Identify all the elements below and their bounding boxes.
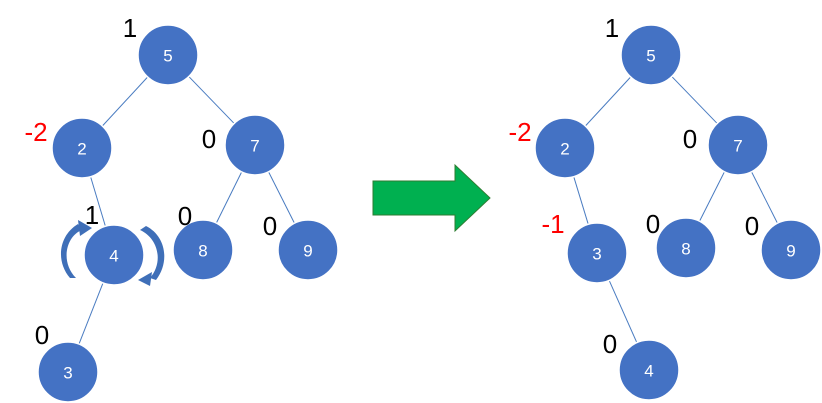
right-arrow-icon <box>372 163 491 233</box>
after-node-4-circle <box>618 339 680 401</box>
before-node-3-circle <box>37 341 99 403</box>
before-edge-5-2 <box>102 76 148 127</box>
after-node-8-label: 8 <box>681 240 690 259</box>
rotate-arrows-icon <box>60 220 165 286</box>
after-edge-5-2 <box>585 76 631 127</box>
after-balance-4: 0 <box>603 329 617 359</box>
after-edge-7-8 <box>699 171 725 222</box>
before-node-7-circle <box>224 114 286 176</box>
after-node-3-label: 3 <box>592 245 601 264</box>
before-node-2: 2 <box>51 117 113 179</box>
after-node-8: 8 <box>655 217 717 279</box>
rotate-right-arrowhead-icon <box>138 272 152 286</box>
before-node-7: 7 <box>224 114 286 176</box>
after-node-9-label: 9 <box>786 242 795 261</box>
before-node-8-circle <box>172 219 234 281</box>
before-balance-3: 0 <box>35 320 49 350</box>
after-balance-3: -1 <box>541 209 564 239</box>
after-balance-7: 0 <box>683 124 697 154</box>
before-edge-7-9 <box>268 171 295 224</box>
before-edge-7-8 <box>215 171 243 224</box>
nodes-layer: 5 2 7 4 8 9 3 5 2 7 3 8 9 4 <box>37 24 822 403</box>
before-node-2-circle <box>51 117 113 179</box>
before-node-8-label: 8 <box>198 242 207 261</box>
rotate-left-arrowhead-icon <box>78 220 92 236</box>
before-balance-7: 0 <box>202 124 216 154</box>
after-edge-2-3 <box>573 176 589 225</box>
after-node-5-circle <box>620 24 682 86</box>
balance-labels-layer: 1 -2 0 1 0 0 0 1 -2 0 -1 0 0 0 <box>24 13 759 359</box>
before-node-5: 5 <box>137 24 199 86</box>
after-balance-8: 0 <box>646 209 660 239</box>
before-node-4-circle <box>83 224 145 286</box>
after-node-9-circle <box>760 219 822 281</box>
rotate-right-arrow-icon <box>140 226 165 280</box>
before-edge-2-4 <box>90 176 106 227</box>
after-node-2-label: 2 <box>560 140 569 159</box>
after-node-4-label: 4 <box>644 362 653 381</box>
before-edge-4-3 <box>78 282 104 345</box>
before-node-5-label: 5 <box>163 47 172 66</box>
before-balance-2: -2 <box>24 117 47 147</box>
after-node-5-label: 5 <box>646 47 655 66</box>
after-edge-5-7 <box>671 76 718 124</box>
after-balance-5: 1 <box>605 13 619 43</box>
after-node-7-label: 7 <box>733 137 742 156</box>
after-node-2-circle <box>534 117 596 179</box>
before-edge-5-7 <box>188 76 235 124</box>
before-balance-8: 0 <box>178 201 192 231</box>
after-balance-2: -2 <box>508 117 531 147</box>
before-node-2-label: 2 <box>77 140 86 159</box>
after-node-3: 3 <box>566 222 628 284</box>
before-node-5-circle <box>137 24 199 86</box>
before-balance-5: 1 <box>123 13 137 43</box>
after-node-4: 4 <box>618 339 680 401</box>
after-node-5: 5 <box>620 24 682 86</box>
after-node-7: 7 <box>707 114 769 176</box>
before-balance-9: 0 <box>263 211 277 241</box>
before-node-4-label: 4 <box>109 247 118 266</box>
edges-layer <box>78 76 778 345</box>
before-balance-4: 1 <box>85 200 99 230</box>
before-node-7-label: 7 <box>250 137 259 156</box>
before-node-8: 8 <box>172 219 234 281</box>
after-node-3-circle <box>566 222 628 284</box>
before-node-3: 3 <box>37 341 99 403</box>
before-node-4: 4 <box>83 224 145 286</box>
after-balance-9: 0 <box>745 211 759 241</box>
before-node-9-circle <box>277 219 339 281</box>
after-node-2: 2 <box>534 117 596 179</box>
after-edge-3-4 <box>608 280 638 343</box>
after-node-9: 9 <box>760 219 822 281</box>
after-node-7-circle <box>707 114 769 176</box>
after-node-8-circle <box>655 217 717 279</box>
before-node-3-label: 3 <box>63 364 72 383</box>
rotate-left-arrow-icon <box>60 224 82 278</box>
before-node-9: 9 <box>277 219 339 281</box>
after-edge-7-9 <box>751 171 778 224</box>
before-node-9-label: 9 <box>303 242 312 261</box>
